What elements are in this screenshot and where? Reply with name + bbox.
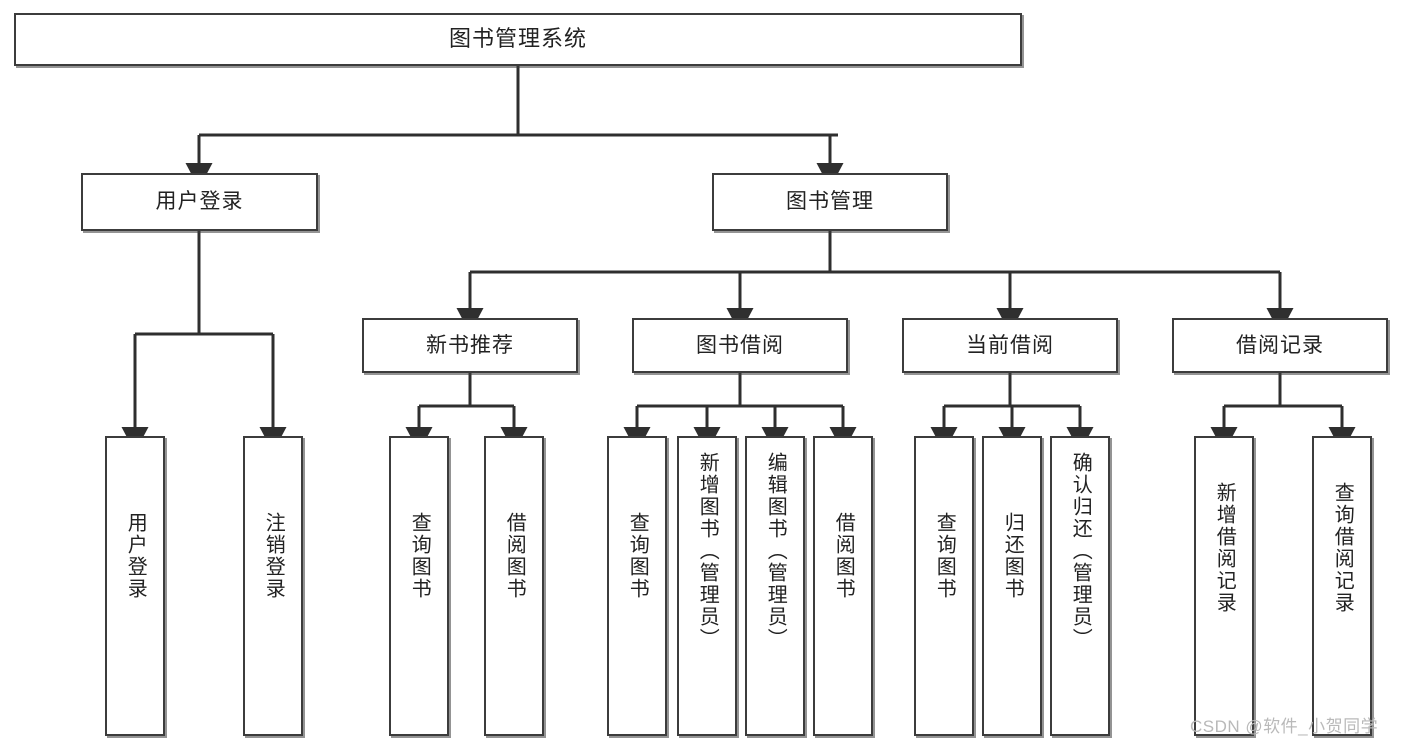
node-label: 当前借阅 <box>966 333 1054 357</box>
node-label: 确认归还（管理员） <box>1069 452 1092 650</box>
watermark-credit: CSDN @软件_小贺同学 <box>1190 717 1379 736</box>
leaf-query-book-recommend[interactable]: 查询图书 <box>389 436 449 736</box>
leaf-user-login[interactable]: 用户登录 <box>105 436 165 736</box>
node-label: 图书管理系统 <box>448 26 587 52</box>
node-label: 注销登录 <box>262 512 285 600</box>
node-label: 新书推荐 <box>426 333 514 357</box>
node-label: 查询图书 <box>408 512 431 600</box>
leaf-return-book[interactable]: 归还图书 <box>982 436 1042 736</box>
node-current-borrow[interactable]: 当前借阅 <box>902 318 1118 373</box>
node-new-book-recommend[interactable]: 新书推荐 <box>362 318 578 373</box>
leaf-query-borrow-record[interactable]: 查询借阅记录 <box>1312 436 1372 736</box>
node-label: 图书借阅 <box>696 333 784 357</box>
node-label: 查询借阅记录 <box>1331 482 1354 614</box>
node-book-management[interactable]: 图书管理 <box>712 173 948 231</box>
node-label: 新增图书（管理员） <box>696 452 719 650</box>
leaf-confirm-return[interactable]: 确认归还（管理员） <box>1050 436 1110 736</box>
node-label: 用户登录 <box>155 190 244 214</box>
leaf-add-book[interactable]: 新增图书（管理员） <box>677 436 737 736</box>
leaf-edit-book[interactable]: 编辑图书（管理员） <box>745 436 805 736</box>
node-user-login[interactable]: 用户登录 <box>81 173 318 231</box>
leaf-borrow-book[interactable]: 借阅图书 <box>813 436 873 736</box>
leaf-query-book-current[interactable]: 查询图书 <box>914 436 974 736</box>
node-label: 查询图书 <box>626 512 649 600</box>
node-label: 借阅记录 <box>1236 333 1324 357</box>
node-book-borrow[interactable]: 图书借阅 <box>632 318 848 373</box>
node-label: 新增借阅记录 <box>1213 482 1236 614</box>
node-label: 用户登录 <box>124 512 147 600</box>
leaf-logout-login[interactable]: 注销登录 <box>243 436 303 736</box>
node-borrow-record[interactable]: 借阅记录 <box>1172 318 1388 373</box>
node-label: 图书管理 <box>786 190 874 214</box>
node-label: 归还图书 <box>1001 512 1024 600</box>
node-label: 借阅图书 <box>503 512 526 600</box>
node-label: 借阅图书 <box>832 512 855 600</box>
leaf-query-book-borrow[interactable]: 查询图书 <box>607 436 667 736</box>
leaf-add-borrow-record[interactable]: 新增借阅记录 <box>1194 436 1254 736</box>
node-label: 编辑图书（管理员） <box>764 452 787 650</box>
node-label: 查询图书 <box>933 512 956 600</box>
leaf-borrow-book-recommend[interactable]: 借阅图书 <box>484 436 544 736</box>
node-root-system[interactable]: 图书管理系统 <box>14 13 1022 66</box>
